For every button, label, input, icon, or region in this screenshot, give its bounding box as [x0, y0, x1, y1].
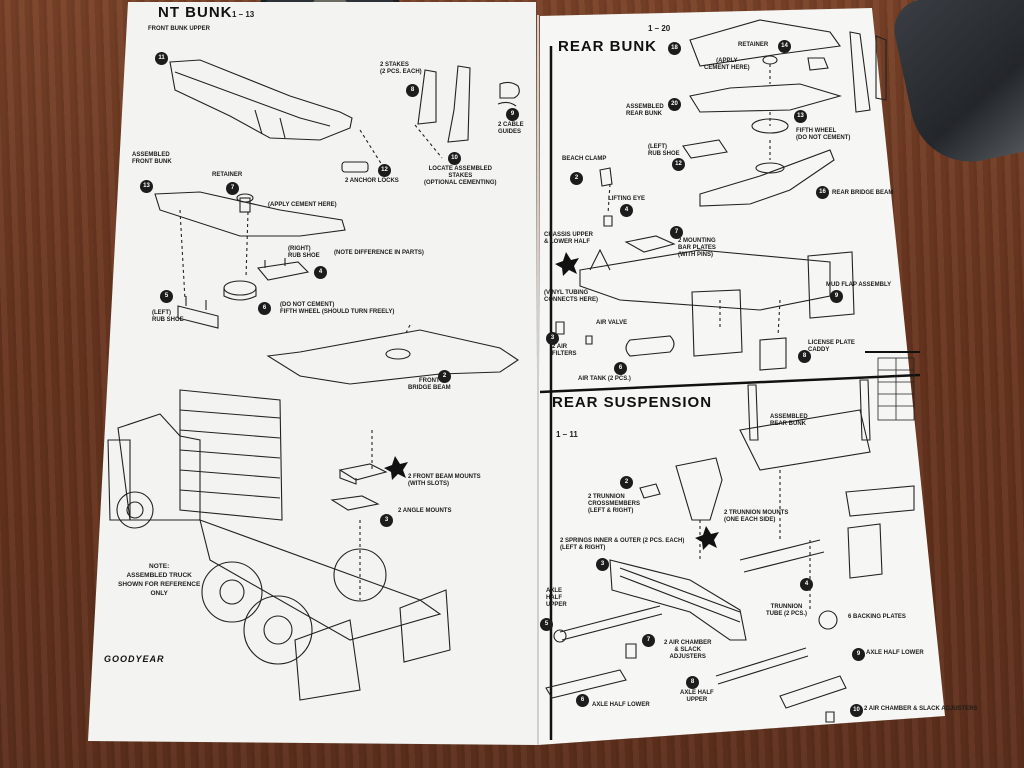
label-trunnion-tube: TRUNNION TUBE (2 pcs.) [766, 604, 808, 617]
right-page [538, 8, 945, 745]
step-badge: 4 [620, 204, 633, 217]
label-air-filters: 2 AIR FILTERS [552, 344, 577, 357]
step-badge: 20 [668, 98, 681, 111]
label-left-rub-shoe: (Left) RUB SHOE [648, 144, 680, 157]
label-front-beam-mounts: 2 FRONT BEAM MOUNTS (With slots) [408, 474, 481, 487]
label-apply-cement: (Apply cement here) [704, 58, 750, 71]
step-badge: 8 [798, 350, 811, 363]
label-axle-half-upper: AXLE HALF UPPER [546, 588, 567, 608]
step-badge: 6 [614, 362, 627, 375]
label-beach-clamp: BEACH CLAMP [562, 156, 607, 162]
label-vinyl-tubing: (Vinyl tubing connects here) [544, 290, 599, 303]
step-badge: 5 [160, 290, 173, 303]
step-badge: 3 [546, 332, 559, 345]
step-badge: 9 [852, 648, 865, 661]
label-note-difference: (Note difference in parts) [334, 250, 424, 256]
label-license-plate: LICENSE PLATE CADDY [808, 340, 855, 353]
step-badge: 13 [794, 110, 807, 123]
step-badge: 3 [596, 558, 609, 571]
step-badge: 8 [686, 676, 699, 689]
front-bunk-range: 1 – 13 [232, 10, 255, 19]
label-left-rub-shoe: (Left) RUB SHOE [152, 310, 184, 323]
label-air-chamber: 2 AIR CHAMBER & SLACK ADJUSTERS [664, 640, 712, 660]
step-badge: 6 [258, 302, 271, 315]
label-air-chamber-2: 2 AIR CHAMBER & SLACK ADJUSTERS [864, 706, 978, 712]
step-badge: 7 [670, 226, 683, 239]
label-lifting-eye: LIFTING EYE [608, 196, 646, 202]
label-locate-stakes: LOCATE ASSEMBLED STAKES (Optional cement… [424, 166, 497, 186]
label-springs: 2 SPRINGS INNER & OUTER (2 pcs. each) (L… [560, 538, 685, 551]
label-apply-cement: (Apply cement here) [268, 202, 337, 208]
step-badge: 12 [672, 158, 685, 171]
rear-suspension-range: 1 – 11 [556, 430, 578, 439]
step-badge: 14 [778, 40, 791, 53]
step-badge: 13 [140, 180, 153, 193]
goodyear-logo: GOODYEAR [104, 654, 165, 664]
front-bunk-heading: NT BUNK [158, 4, 233, 21]
step-badge: 4 [314, 266, 327, 279]
label-air-tank: AIR TANK (2 pcs.) [578, 376, 631, 382]
rear-bunk-heading: REAR BUNK [558, 38, 657, 55]
label-chassis: CHASSIS UPPER & LOWER HALF [544, 232, 594, 245]
step-badge: 10 [850, 704, 863, 717]
step-badge: 12 [378, 164, 391, 177]
step-badge: 7 [642, 634, 655, 647]
label-anchor-locks: 2 ANCHOR LOCKS [345, 178, 399, 184]
step-badge: 4 [800, 578, 813, 591]
step-badge: 2 [570, 172, 583, 185]
label-retainer: RETAINER [738, 42, 769, 48]
label-backing-plates: 6 BACKING PLATES [848, 614, 906, 620]
reference-note: NOTE: ASSEMBLED TRUCK SHOWN FOR REFERENC… [118, 563, 201, 598]
step-badge: 6 [576, 694, 589, 707]
rear-suspension-heading: REAR SUSPENSION [552, 394, 713, 411]
label-angle-mounts: 2 ANGLE MOUNTS [398, 508, 452, 514]
label-axle-half-lower-2: AXLE HALF LOWER [866, 650, 924, 656]
label-air-valve: AIR VALVE [596, 320, 628, 326]
label-cable-guides: 2 CABLE GUIDES [498, 122, 524, 135]
label-assembled-front-bunk: ASSEMBLED FRONT BUNK [132, 152, 172, 165]
label-assembled-rear-bunk-2: ASSEMBLED REAR BUNK [770, 414, 808, 427]
step-badge: 10 [448, 152, 461, 165]
step-badge: 5 [540, 618, 553, 631]
rear-bunk-range: 1 – 20 [648, 24, 671, 33]
label-stakes: 2 STAKES (2 pcs. each) [380, 62, 422, 75]
label-trunnion-mounts: 2 TRUNNION MOUNTS (One each side) [724, 510, 789, 523]
step-badge: 11 [155, 52, 168, 65]
step-badge: 9 [506, 108, 519, 121]
label-mounting-plates: 2 MOUNTING BAR PLATES (With pins) [678, 238, 716, 258]
step-badge: 2 [620, 476, 633, 489]
label-axle-half-lower: AXLE HALF LOWER [592, 702, 650, 708]
step-badge: 8 [406, 84, 419, 97]
label-fifth-wheel: FIFTH WHEEL (Do not cement) [796, 128, 851, 141]
label-trunnion-crossmembers: 2 TRUNNION CROSSMEMBERS (Left & Right) [588, 494, 641, 514]
label-front-bridge-beam: FRONT BRIDGE BEAM [408, 378, 451, 391]
step-badge: 2 [438, 370, 451, 383]
label-front-bunk-upper: FRONT BUNK UPPER [148, 26, 211, 32]
step-badge: 18 [668, 42, 681, 55]
label-fifth-wheel: (Do not cement) FIFTH WHEEL (Should turn… [280, 302, 395, 315]
label-assembled-rear-bunk: ASSEMBLED REAR BUNK [626, 104, 664, 117]
label-right-rub-shoe: (Right) RUB SHOE [288, 246, 320, 259]
label-mud-flap: MUD FLAP ASSEMBLY [826, 282, 892, 288]
label-axle-half-upper-2: AXLE HALF UPPER [680, 690, 714, 703]
step-badge: 16 [816, 186, 829, 199]
label-retainer: RETAINER [212, 172, 243, 178]
left-page [88, 2, 538, 745]
label-rear-bridge-beam: REAR BRIDGE BEAM [832, 190, 894, 196]
step-badge: 9 [830, 290, 843, 303]
step-badge: 7 [226, 182, 239, 195]
step-badge: 3 [380, 514, 393, 527]
